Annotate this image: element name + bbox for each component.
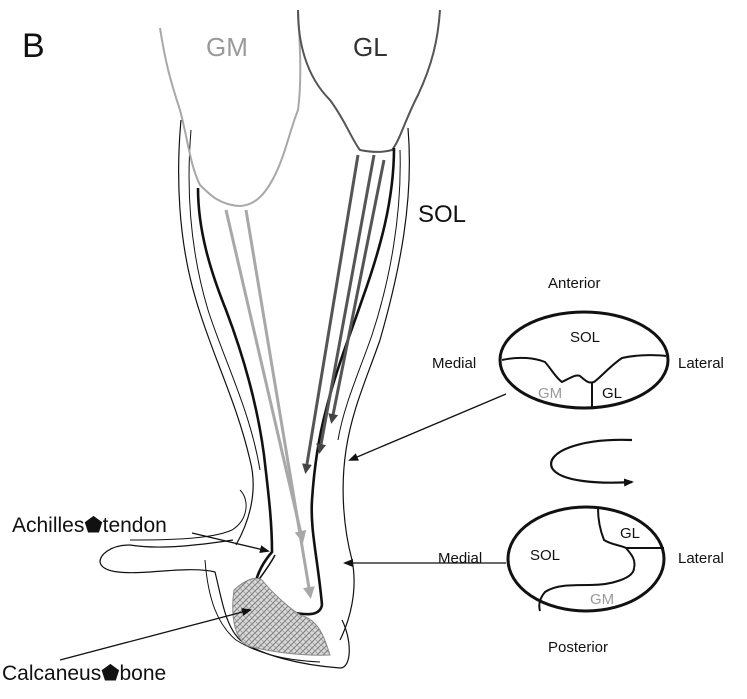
upper-sol-label: SOL <box>570 329 600 346</box>
leg-outer-outline-left-2 <box>189 130 260 470</box>
lower-medial-label: Medial <box>438 550 482 567</box>
lower-sol-label: SOL <box>530 547 560 564</box>
label-sol: SOL <box>418 201 466 228</box>
lower-lateral-label: Lateral <box>678 550 724 567</box>
upper-medial-label: Medial <box>432 355 476 372</box>
gl-arrow-3 <box>332 160 384 420</box>
lower-posterior-label: Posterior <box>548 639 608 656</box>
upper-cross-section-division <box>502 355 666 382</box>
sol-inner-outline-right <box>312 148 394 605</box>
upper-cross-section-pointer <box>350 394 506 460</box>
label-calcaneus-bone: Calcaneus⬟bone <box>2 662 166 685</box>
upper-gl-label: GL <box>602 385 622 402</box>
label-achilles-tendon: Achilles⬟tendon <box>12 514 167 537</box>
upper-gm-label: GM <box>538 385 562 402</box>
upper-cross-section-ellipse <box>500 312 668 408</box>
gl-arrow-1 <box>306 155 358 470</box>
upper-lateral-label: Lateral <box>678 355 724 372</box>
calcaneus-bone-shape <box>233 578 330 655</box>
rotation-arrow[interactable] <box>551 440 632 483</box>
lower-gm-label: GM <box>590 591 614 608</box>
gm-arrow-1 <box>226 210 302 538</box>
panel-letter: B <box>22 27 45 65</box>
lower-gl-label: GL <box>620 525 640 542</box>
achilles-pointer <box>192 533 268 551</box>
calcaneus-pointer <box>60 610 250 660</box>
label-gl: GL <box>353 32 388 62</box>
upper-anterior-label: Anterior <box>548 275 601 292</box>
label-gm: GM <box>206 32 248 62</box>
